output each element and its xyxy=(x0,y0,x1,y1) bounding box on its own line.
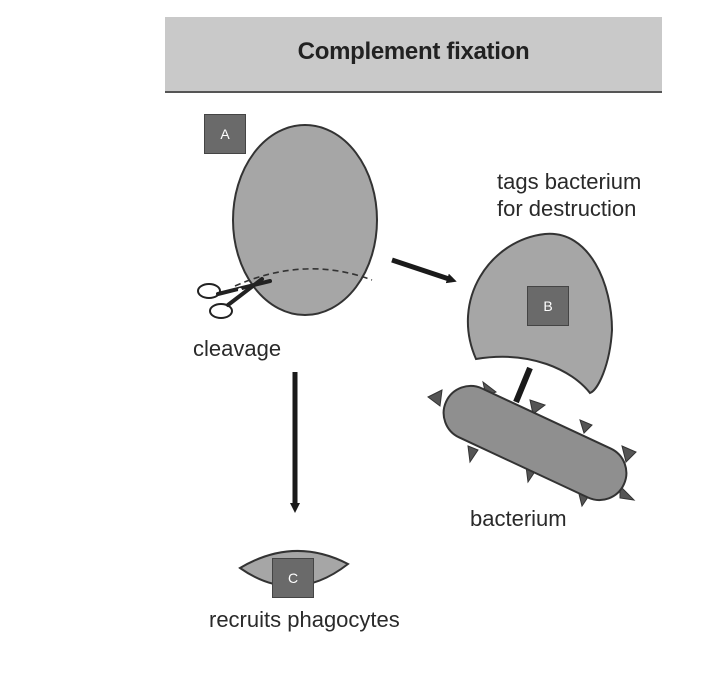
tags-label-line1: tags bacterium xyxy=(497,169,642,194)
tags-label-line2: for destruction xyxy=(497,196,637,221)
bacterium-label: bacterium xyxy=(470,506,567,531)
bacterium-body xyxy=(442,384,628,502)
complement-molecule-a xyxy=(232,124,378,316)
cleavage-label: cleavage xyxy=(193,336,282,361)
scissors-icon xyxy=(197,277,272,319)
diagram-title: Complement fixation xyxy=(297,38,530,65)
label-box-b: B xyxy=(527,286,569,326)
label-box-c: C xyxy=(272,558,314,598)
label-box-a: A xyxy=(204,114,246,154)
recruits-label: recruits phagocytes xyxy=(209,607,400,632)
cleavage-line xyxy=(234,268,373,287)
header-band xyxy=(165,17,662,93)
arrow-right xyxy=(391,257,457,284)
tag-connector xyxy=(513,366,533,404)
